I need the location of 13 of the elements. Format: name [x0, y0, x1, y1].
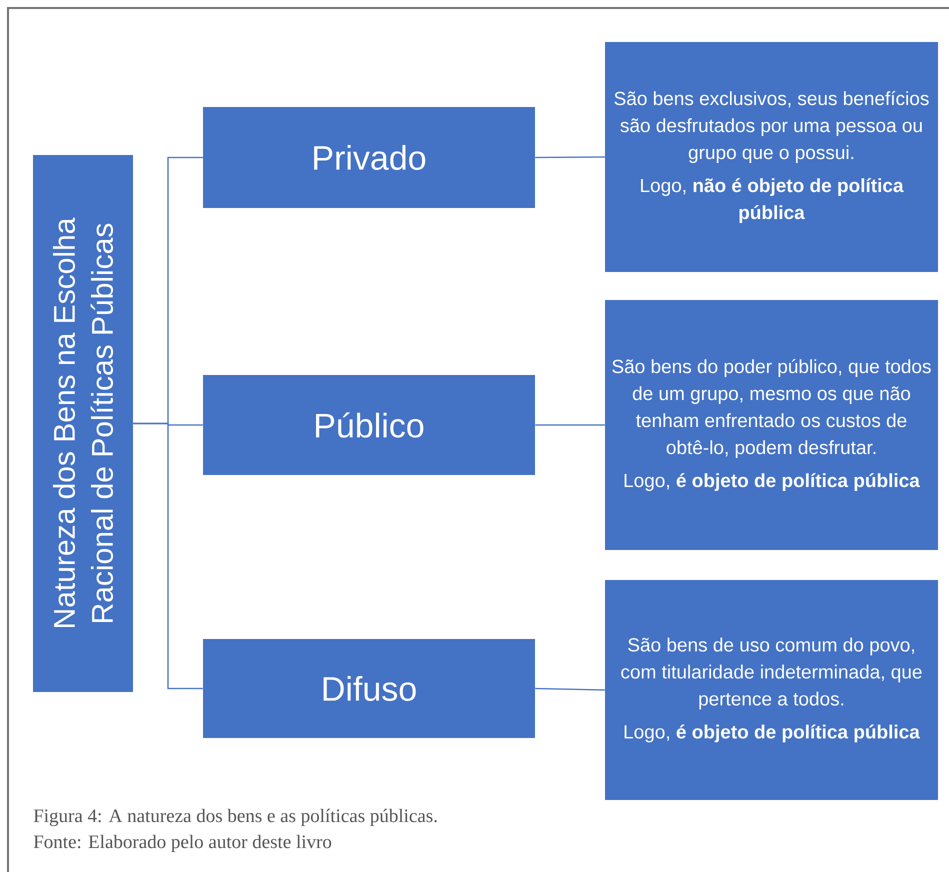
connector-line [535, 424, 605, 426]
category-box: Privado [203, 107, 535, 208]
description-box: São bens de uso comum do povo, com titularidade indeterminada, que pertence a todos. Logo, é objeto de política pública [605, 580, 938, 800]
description-box: São bens do poder público, que todos de um grupo, mesmo os que não tenham enfrentado os custos de obtê-lo, podem desfrutar. Logo, é objeto de política pública [605, 300, 938, 550]
source-note: Fonte: Elaborado pelo autor deste livro [34, 834, 332, 852]
category-box: Público [203, 375, 535, 475]
connector-line [535, 688, 605, 691]
title-box: Natureza dos Bens na Escolha Racional de Políticas Públicas [33, 155, 133, 692]
category-box: Difuso [203, 639, 535, 738]
connector-line [535, 156, 605, 158]
connector-line [133, 422, 203, 690]
description-box: São bens exclusivos, seus benefícios são desfrutados por uma pessoa ou grupo que o possui. Logo, não é objeto de política pública [605, 42, 938, 272]
figure-caption: Figura 4: A natureza dos bens e as políticas públicas. [34, 808, 437, 826]
